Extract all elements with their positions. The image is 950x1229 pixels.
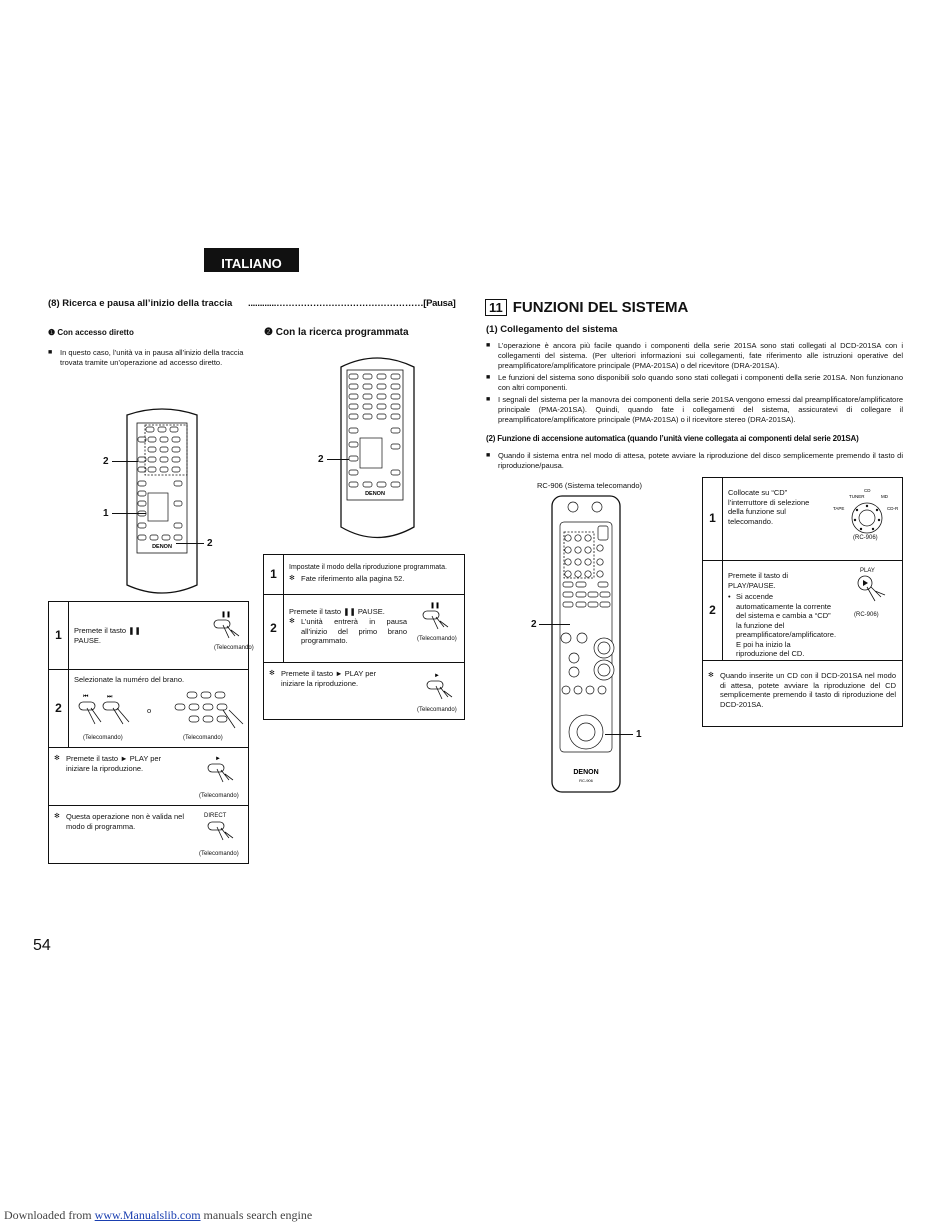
step-text: Premete il tasto ❚❚ PAUSE.: [74, 626, 141, 645]
step-note: Fate riferimento alla pagina 52.: [289, 574, 459, 584]
step-caption: (Telecomando): [83, 735, 123, 741]
note-text: Questa operazione non è valida nel modo …: [54, 812, 194, 831]
step-caption: (Telecomando): [183, 735, 223, 741]
note-text: Premete il tasto ► PLAY per iniziare la …: [54, 754, 174, 773]
step-number: 2: [48, 669, 69, 748]
manualslib-link[interactable]: www.Manualslib.com: [94, 1208, 201, 1222]
page-number: 54: [33, 937, 51, 954]
download-footer: Downloaded from www.Manualslib.com manua…: [4, 1208, 312, 1223]
bullet-item: L’operazione è ancora più facile quando …: [486, 341, 903, 371]
svg-text:⏮: ⏮: [83, 694, 89, 700]
direct-access-heading: ❶ Con accesso diretto: [48, 328, 134, 337]
program-search-heading: ❷ Con la ricerca programmata: [264, 327, 409, 338]
dial-label-cdr: CD-R: [887, 506, 899, 511]
number-keys-hand-icon: [174, 691, 244, 729]
subsection-2-title: (2) Funzione di accensione automatica (q…: [486, 434, 859, 443]
play-key-hand-icon: ►: [207, 756, 234, 783]
step-caption: (Telecomando): [417, 636, 457, 642]
remote-1-brand: DENON: [152, 544, 172, 550]
section-8-leader: ............…………………………………………[Pausa]: [248, 298, 456, 309]
dial-label-cd: CD: [864, 488, 871, 493]
section-title-text: FUNZIONI DEL SISTEMA: [512, 299, 689, 316]
skip-keys-hand-icon: ⏮ ⏭: [78, 694, 130, 725]
step-text: Impostate il modo della riproduzione pro…: [289, 564, 447, 571]
dial-label-md: MD: [881, 494, 889, 499]
bullet-item: I segnali del sistema per la manovra dei…: [486, 395, 903, 425]
note-caption: (Telecomando): [199, 851, 239, 857]
step-caption: (RC-906): [854, 612, 879, 618]
rc906-callout-2: 2: [531, 619, 570, 630]
callout-2-bottom: 2: [176, 538, 213, 549]
pause-key-hand-icon: ❚❚: [213, 611, 240, 639]
rc906-model: RC-906: [579, 778, 594, 783]
rc906-caption: RC-906 (Sistema telecomando): [537, 481, 643, 490]
callout-2-bottom-label: 2: [207, 538, 213, 549]
callout-2-top: 2: [103, 456, 138, 467]
direct-key-hand-icon: [207, 821, 234, 841]
callout-1-label: 1: [103, 508, 109, 519]
bullet-item: Le funzioni del sistema sono disponibili…: [486, 373, 903, 393]
step-bullet: • Si accende automaticamente la corrente…: [728, 592, 837, 658]
step-caption: (Telecomando): [214, 645, 254, 651]
section-11-title: 11 FUNZIONI DEL SISTEMA: [485, 299, 688, 316]
remote-control-illustration-2: DENON: [340, 357, 415, 539]
rc906-callout-1-label: 1: [636, 729, 642, 740]
section-8-title: (8) Ricerca e pausa all’inizio della tra…: [48, 298, 233, 309]
function-dial-icon: TUNER CD MD TAPE CD-R: [833, 488, 899, 534]
callout-2-middle-label: 2: [318, 454, 324, 465]
step-bullet-text: Si accende automaticamente la corrente d…: [736, 592, 837, 658]
note-caption: (Telecomando): [417, 707, 457, 713]
play-key-hand-icon: ►: [426, 673, 453, 700]
callout-2-top-label: 2: [103, 456, 109, 467]
rc906-callout-1: 1: [605, 729, 642, 740]
callout-2-middle: 2: [318, 454, 349, 465]
direct-access-bullet: In questo caso, l’unità va in pausa all’…: [48, 348, 251, 368]
or-text: o: [147, 706, 152, 715]
note-text: Quando inserite un CD con il DCD-201SA n…: [708, 671, 896, 709]
step-number: 1: [702, 477, 723, 561]
direct-key-label: DIRECT: [204, 813, 227, 819]
steps-table-direct: 1 Premete il tasto ❚❚ PAUSE. ❚❚ (Telecom…: [48, 601, 254, 864]
language-badge: ITALIANO: [204, 248, 299, 272]
step-text: Collocate su “CD” l’interruttore di sele…: [728, 488, 810, 526]
svg-text:❚❚: ❚❚: [221, 611, 231, 618]
step-text: Premete il tasto di PLAY/PAUSE.: [728, 571, 789, 590]
step-note: L’unità entrerà in pausa all’inizio del …: [289, 617, 407, 646]
step-text: Selezionate la numéro del brano.: [74, 675, 185, 684]
dial-label-tape: TAPE: [833, 506, 844, 511]
footer-suffix: manuals search engine: [200, 1208, 313, 1222]
dial-label-tuner: TUNER: [849, 494, 865, 499]
footer-prefix: Downloaded from: [4, 1208, 95, 1222]
note-caption: (Telecomando): [199, 793, 239, 799]
svg-text:►: ►: [215, 756, 221, 762]
steps-table-program: 1 Impostate il modo della riproduzione p…: [263, 554, 465, 720]
steps-table-auto-power: 1 Collocate su “CD” l’interruttore di se…: [702, 477, 903, 727]
step-number: 2: [702, 560, 723, 661]
bullet-item: Quando il sistema entra nel modo di atte…: [486, 451, 903, 471]
step-number: 1: [48, 601, 69, 670]
auto-power-bullet: Quando il sistema entra nel modo di atte…: [486, 451, 903, 471]
svg-text:⏭: ⏭: [107, 694, 113, 700]
step-caption: (RC-906): [853, 535, 878, 541]
section-number: 11: [485, 299, 507, 316]
svg-text:❚❚: ❚❚: [430, 602, 440, 609]
step-number: 2: [263, 594, 284, 663]
rc906-remote-illustration: DENON RC-906: [551, 495, 621, 793]
step-text: Premete il tasto ❚❚ PAUSE.: [289, 607, 385, 616]
system-connection-bullets: L’operazione è ancora più facile quando …: [486, 341, 903, 425]
subsection-1-title: (1) Collegamento del sistema: [486, 324, 618, 335]
remote-2-brand: DENON: [365, 491, 385, 497]
step-number: 1: [263, 554, 284, 595]
direct-access-text: In questo caso, l’unità va in pausa all’…: [48, 348, 251, 368]
play-pause-key-hand-icon: [857, 575, 886, 602]
rc906-brand: DENON: [573, 769, 598, 776]
pause-key-hand-icon: ❚❚: [422, 602, 449, 630]
remote-control-illustration-1: DENON: [126, 408, 198, 594]
svg-text:►: ►: [434, 673, 440, 679]
play-key-label: PLAY: [860, 568, 875, 574]
rc906-callout-2-label: 2: [531, 619, 537, 630]
callout-1: 1: [103, 508, 146, 519]
note-text: Premete il tasto ► PLAY per iniziare la …: [269, 669, 379, 688]
